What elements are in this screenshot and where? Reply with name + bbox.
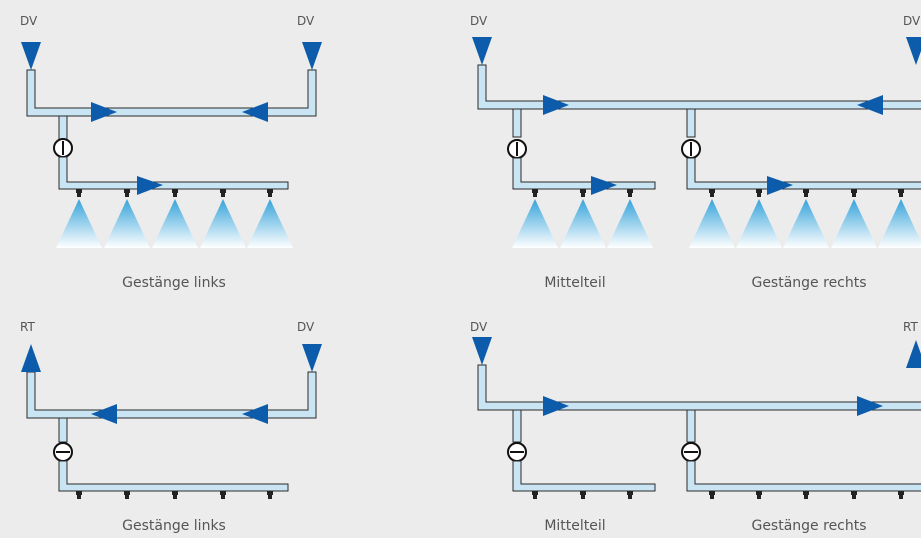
pipe bbox=[26, 371, 317, 419]
nozzle bbox=[756, 491, 762, 499]
inlet-arrow-down-icon bbox=[302, 42, 322, 70]
nozzle bbox=[851, 189, 857, 197]
spray-cone bbox=[607, 199, 653, 248]
inlet-label-right: DV bbox=[297, 14, 315, 28]
nozzle bbox=[756, 189, 762, 197]
inlet-label-left: DV bbox=[20, 14, 38, 28]
spray-cone bbox=[512, 199, 558, 248]
spray-cone bbox=[200, 199, 246, 248]
inlet-arrow-down-icon bbox=[472, 37, 492, 65]
nozzle bbox=[220, 491, 226, 499]
spray-cone bbox=[560, 199, 606, 248]
pipe bbox=[26, 69, 317, 117]
inlet-label-right: DV bbox=[903, 14, 921, 28]
inlet-label-right: DV bbox=[297, 320, 315, 334]
spray-cone bbox=[104, 199, 150, 248]
pipe bbox=[512, 460, 656, 492]
inlet-arrow-down-icon bbox=[302, 344, 322, 372]
nozzle bbox=[709, 189, 715, 197]
spray-cone bbox=[831, 199, 877, 248]
nozzle bbox=[172, 189, 178, 197]
nozzle bbox=[851, 491, 857, 499]
section-caption: Mittelteil bbox=[544, 518, 605, 534]
pipe bbox=[686, 409, 696, 443]
nozzle bbox=[580, 189, 586, 197]
spray-cone bbox=[56, 199, 102, 248]
pipe bbox=[58, 460, 289, 492]
pipe bbox=[58, 417, 68, 443]
nozzle bbox=[76, 491, 82, 499]
inlet-arrow-down-icon bbox=[21, 42, 41, 70]
spray-cone bbox=[878, 199, 921, 248]
flow-arrow-right-icon bbox=[591, 176, 617, 195]
section-caption: Gestänge links bbox=[122, 518, 226, 534]
pipe bbox=[512, 108, 522, 138]
spray-cone bbox=[736, 199, 782, 248]
section-caption: Mittelteil bbox=[544, 275, 605, 291]
flow-arrow-right-icon bbox=[767, 176, 793, 195]
nozzle bbox=[532, 189, 538, 197]
pipe bbox=[686, 460, 921, 492]
diagram-bottom-left: RT DV Gestänge links bbox=[20, 320, 322, 534]
flow-arrow-left-icon bbox=[242, 102, 268, 122]
return-arrow-up-icon bbox=[21, 344, 41, 372]
section-caption: Gestänge links bbox=[122, 275, 226, 291]
spray-cone bbox=[689, 199, 735, 248]
nozzle bbox=[803, 491, 809, 499]
inlet-label-right: RT bbox=[903, 320, 918, 334]
nozzle bbox=[220, 189, 226, 197]
pipe bbox=[686, 157, 921, 190]
nozzle bbox=[124, 189, 130, 197]
inlet-arrow-down-icon bbox=[472, 337, 492, 365]
flow-arrow-left-icon bbox=[857, 95, 883, 115]
nozzle bbox=[172, 491, 178, 499]
flow-arrow-right-icon bbox=[91, 102, 117, 122]
nozzle bbox=[267, 189, 273, 197]
nozzle bbox=[267, 491, 273, 499]
return-arrow-up-icon bbox=[906, 340, 921, 368]
flow-arrow-right-icon bbox=[857, 396, 883, 416]
diagram-bottom-right: DV RT Mittelteil Gestänge rechts bbox=[470, 320, 921, 534]
nozzle bbox=[76, 189, 82, 197]
inlet-label-left: DV bbox=[470, 14, 488, 28]
nozzle bbox=[627, 491, 633, 499]
pipe bbox=[58, 156, 289, 190]
flow-arrow-right-icon bbox=[543, 396, 569, 416]
nozzle bbox=[898, 189, 904, 197]
diagram-top-left: DV DV Gestänge links bbox=[20, 14, 322, 291]
nozzle bbox=[709, 491, 715, 499]
pipe bbox=[686, 108, 696, 138]
section-caption: Gestänge rechts bbox=[751, 518, 866, 534]
flow-arrow-left-icon bbox=[242, 404, 268, 424]
inlet-label-left: DV bbox=[470, 320, 488, 334]
diagram-top-right: DV DV Mittelteil Gestänge re bbox=[470, 14, 921, 291]
nozzle bbox=[580, 491, 586, 499]
spray-cone bbox=[247, 199, 293, 248]
pipe bbox=[512, 157, 656, 190]
spray-cone bbox=[152, 199, 198, 248]
flow-arrow-left-icon bbox=[91, 404, 117, 424]
flow-arrow-right-icon bbox=[137, 176, 163, 195]
pipe bbox=[512, 409, 522, 443]
nozzle bbox=[803, 189, 809, 197]
inlet-label-left: RT bbox=[20, 320, 35, 334]
section-caption: Gestänge rechts bbox=[751, 275, 866, 291]
flow-arrow-right-icon bbox=[543, 95, 569, 115]
nozzle bbox=[627, 189, 633, 197]
inlet-arrow-down-icon bbox=[906, 37, 921, 65]
nozzle bbox=[898, 491, 904, 499]
nozzle bbox=[124, 491, 130, 499]
spray-cone bbox=[783, 199, 829, 248]
nozzle bbox=[532, 491, 538, 499]
